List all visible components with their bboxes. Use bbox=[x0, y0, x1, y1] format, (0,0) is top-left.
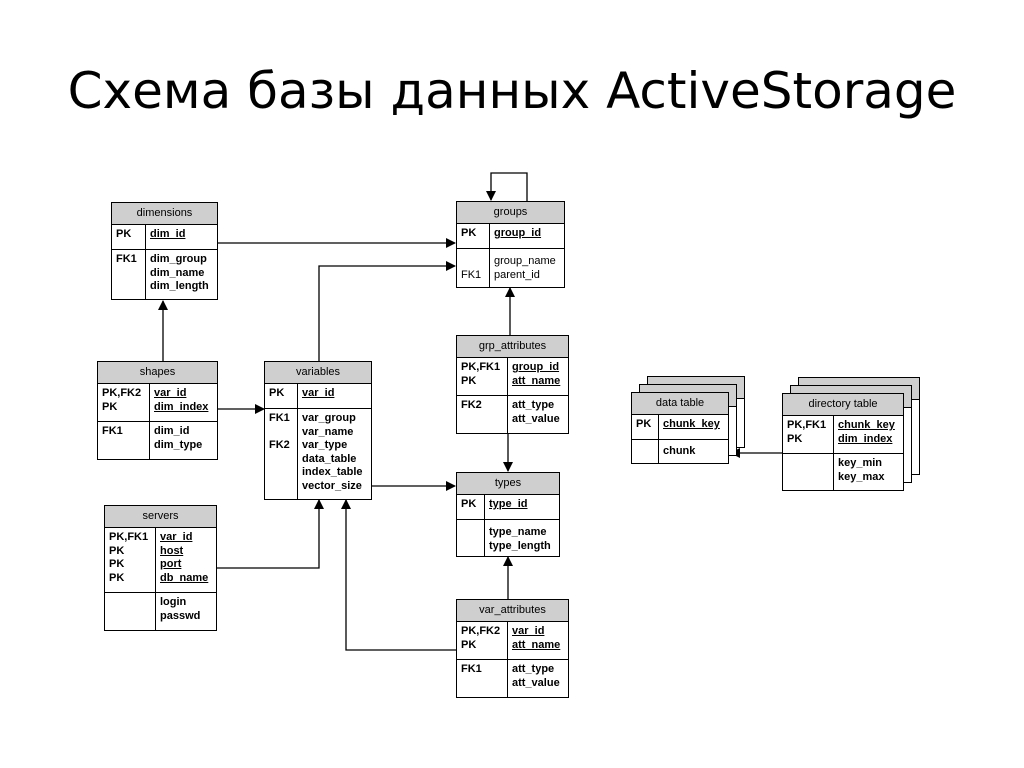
entity-header: var_attributes bbox=[457, 600, 568, 622]
rel-variables-groups bbox=[318, 261, 456, 361]
pk-columns: chunk_key bbox=[663, 418, 720, 430]
entity-header: variables bbox=[265, 362, 371, 384]
rel-servers-variables bbox=[217, 499, 324, 569]
entity-header: shapes bbox=[98, 362, 217, 384]
entity-header: data table bbox=[632, 393, 728, 415]
pk-keys: PK bbox=[461, 227, 477, 239]
fk-keys: FK1 bbox=[461, 268, 482, 281]
fk-keys: FK1 bbox=[116, 253, 137, 265]
pk-keys: PK bbox=[116, 228, 132, 240]
attr-columns: chunk bbox=[663, 445, 696, 457]
pk-columns: group_id bbox=[494, 227, 542, 239]
pk-columns: var_id bbox=[302, 387, 335, 399]
fk-keys: FK1 FK2 bbox=[269, 412, 290, 451]
fk-keys: FK1 bbox=[461, 663, 482, 675]
entity-header: groups bbox=[457, 202, 564, 224]
entity-header: types bbox=[457, 473, 559, 495]
fk-keys: FK2 bbox=[461, 399, 482, 411]
fk-keys: FK1 bbox=[102, 425, 123, 437]
pk-keys: PK bbox=[636, 418, 652, 430]
entity-data-table: data table PK chunk_key chunk bbox=[631, 392, 729, 464]
entity-header: dimensions bbox=[112, 203, 217, 225]
pk-keys: PK bbox=[269, 387, 285, 399]
pk-keys: PK bbox=[461, 498, 477, 510]
entity-header: grp_attributes bbox=[457, 336, 568, 358]
pk-columns: type_id bbox=[489, 498, 528, 510]
pk-columns: dim_id bbox=[150, 228, 186, 240]
entity-header: servers bbox=[105, 506, 216, 528]
slide-title: Схема базы данных ActiveStorage bbox=[67, 62, 957, 120]
entity-header: directory table bbox=[783, 394, 903, 416]
rel-varattr-variables bbox=[341, 499, 456, 651]
rel-groups-self bbox=[486, 172, 528, 202]
